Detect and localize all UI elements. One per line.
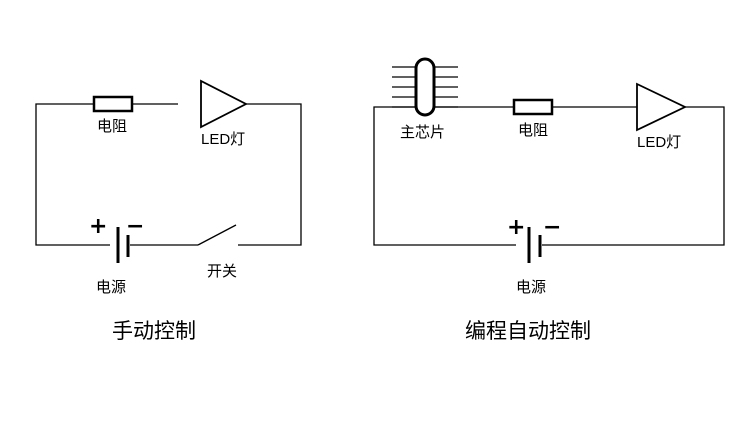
manual-wires (35, 103, 302, 246)
manual-led-label: LED灯 (201, 131, 245, 148)
manual-resistor (92, 95, 134, 113)
manual-wire-left (35, 103, 110, 246)
programmed-caption: 编程自动控制 (465, 320, 591, 343)
manual-circuit: 电阻 LED灯 + − 电源 开关 手动控制 (35, 79, 302, 343)
programmed-led-triangle (636, 82, 688, 132)
programmed-battery-minus: − (543, 215, 561, 240)
programmed-chip (392, 57, 458, 117)
programmed-chip-label: 主芯片 (400, 124, 445, 141)
programmed-resistor-label: 电阻 (518, 122, 548, 139)
programmed-circuit: 主芯片 电阻 LED灯 + − 电源 编程自动控制 (373, 57, 725, 343)
programmed-resistor (512, 98, 554, 116)
programmed-led (636, 82, 688, 132)
programmed-wire-right (542, 106, 725, 246)
manual-battery (116, 227, 130, 263)
programmed-battery-plus: + (507, 215, 525, 240)
manual-resistor-label: 电阻 (97, 118, 127, 135)
manual-caption: 手动控制 (112, 320, 196, 343)
manual-battery-label: 电源 (96, 279, 126, 296)
manual-battery-minus: − (126, 214, 144, 239)
manual-switch-lever (197, 224, 237, 246)
manual-switch-label: 开关 (207, 263, 237, 280)
chip-body (414, 57, 436, 117)
programmed-battery (527, 227, 542, 263)
manual-switch (197, 224, 237, 246)
programmed-battery-label: 电源 (516, 279, 546, 296)
manual-led (200, 79, 248, 129)
programmed-led-label: LED灯 (637, 134, 681, 151)
manual-battery-plus: + (89, 214, 107, 239)
manual-wire-right (238, 103, 302, 246)
manual-led-triangle (200, 79, 248, 129)
programmed-resistor-body (512, 98, 554, 116)
manual-resistor-body (92, 95, 134, 113)
